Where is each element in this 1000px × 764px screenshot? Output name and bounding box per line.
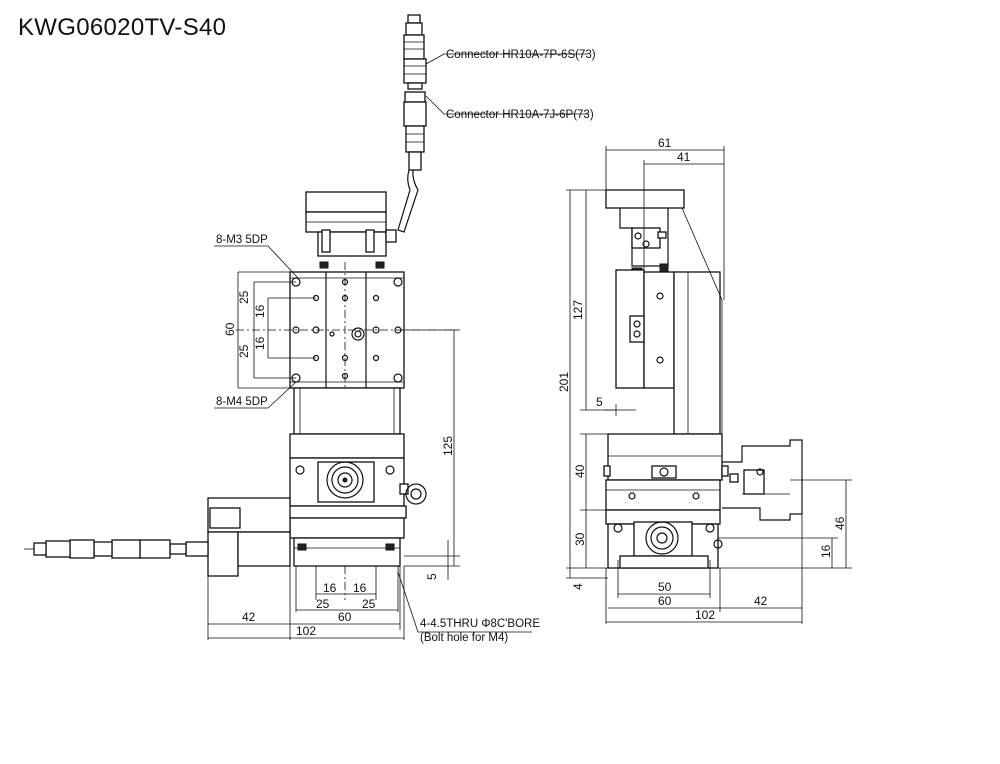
top-cable [397, 14, 427, 233]
bolt-note-label: (Bolt hole for M4) [420, 632, 508, 644]
dim-h102: 102 [296, 624, 316, 638]
dim-v201: 201 [557, 372, 571, 392]
front-view: 25 16 60 16 25 125 5 16 16 25 25 42 60 1… [24, 14, 596, 644]
side-right-motor [722, 439, 803, 521]
dim-h102: 102 [695, 608, 715, 622]
side-view: 61 41 201 127 5 40 30 4 46 16 50 60 42 1… [557, 136, 852, 624]
side-lower-stage [603, 433, 729, 569]
dim-v25-bot: 25 [237, 344, 251, 358]
front-dimensions [207, 53, 588, 640]
m3-holes-label: 8-M3 5DP [216, 234, 268, 246]
dim-h25-left: 25 [316, 597, 330, 611]
dim-h42: 42 [242, 610, 256, 624]
front-callouts: 8-M3 5DP 8-M4 5DP Connector HR10A-7P-6S(… [216, 49, 596, 644]
dim-v16-bot: 16 [253, 336, 267, 350]
dim-h41: 41 [677, 150, 691, 164]
thru-holes-label: 4-4.5THRU Φ8C'BORE [420, 618, 540, 630]
m4-holes-label: 8-M4 5DP [216, 396, 268, 408]
dim-v16-top: 16 [253, 304, 267, 318]
dim-h61: 61 [658, 136, 672, 150]
dim-h5: 5 [596, 395, 603, 409]
dim-v16: 16 [819, 544, 833, 558]
lower-stage [287, 433, 427, 567]
dim-v30: 30 [573, 532, 587, 546]
top-table [236, 262, 460, 600]
connector-bottom-label: Connector HR10A-7J-6P(73) [446, 109, 594, 121]
dim-h60: 60 [338, 610, 352, 624]
dim-v46: 46 [833, 516, 847, 530]
side-dimensions [566, 146, 852, 624]
dim-h50: 50 [658, 580, 672, 594]
motor-housing [305, 191, 397, 269]
column [293, 387, 401, 435]
side-upper-bracket [605, 189, 685, 275]
dim-h25-right: 25 [362, 597, 376, 611]
dim-v60: 60 [223, 322, 237, 336]
front-dimension-labels: 25 16 60 16 25 125 5 16 16 25 25 42 60 1… [223, 290, 455, 638]
side-vertical-stage [615, 269, 721, 435]
drawing-title: KWG06020TV-S40 [18, 14, 227, 41]
dim-h60: 60 [658, 594, 672, 608]
dim-v127: 127 [571, 300, 585, 320]
dim-h16-left: 16 [323, 581, 337, 595]
dim-h42: 42 [754, 594, 768, 608]
dim-v5: 5 [425, 573, 439, 580]
side-dimension-labels: 61 41 201 127 5 40 30 4 46 16 50 60 42 1… [557, 136, 847, 622]
dim-h16-right: 16 [353, 581, 367, 595]
dim-v4: 4 [571, 583, 585, 590]
dim-v40: 40 [573, 464, 587, 478]
dim-v25-top: 25 [237, 290, 251, 304]
connector-top-label: Connector HR10A-7P-6S(73) [446, 49, 596, 61]
left-motor [24, 497, 291, 577]
dim-v125: 125 [441, 436, 455, 456]
